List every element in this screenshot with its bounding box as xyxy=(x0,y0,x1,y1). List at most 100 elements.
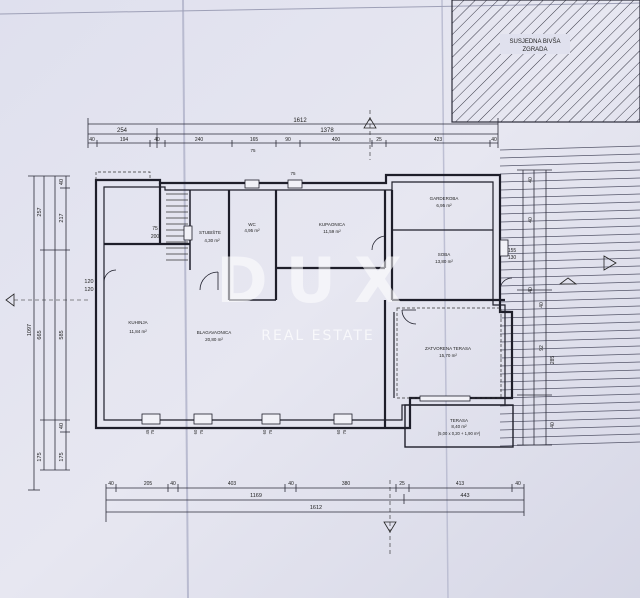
dim-left-inner: 217 xyxy=(59,213,65,222)
dim-top-row3: 90 xyxy=(285,137,291,143)
neighbor-label-line2: ZGRADA xyxy=(522,47,547,53)
dim-bottom-row1: 40 xyxy=(108,481,114,487)
dim-right-inner: 40 xyxy=(539,302,545,308)
dim-top-row3: 40 xyxy=(154,137,160,143)
dim-left-outer: 1097 xyxy=(27,324,33,336)
room-wc-area: 4,95 m² xyxy=(244,228,260,233)
pavement-stripe xyxy=(499,153,640,159)
section-marker-right2 xyxy=(558,277,578,285)
dim-right-inner: 40 xyxy=(528,217,534,223)
paper-fold xyxy=(182,0,189,598)
room-bedroom-name: SOBA xyxy=(438,252,451,257)
room-stairs-name: STUBIŠTE xyxy=(199,229,221,235)
dim-right-inner: 285 xyxy=(550,356,556,365)
room-closed-terrace-name: ZATVORENA TERASA xyxy=(425,346,471,351)
dim-top-row3: 25 xyxy=(376,137,382,143)
room-closed-terrace-area: 15,70 m² xyxy=(439,353,457,358)
room-dining-area: 20,80 m² xyxy=(205,337,223,342)
watermark-tagline: REAL ESTATE xyxy=(261,328,375,344)
dim-top-row3: 194 xyxy=(120,137,129,143)
dim-left-mid: 175 xyxy=(37,452,43,461)
dim-bottom-row1: 40 xyxy=(515,481,521,487)
neighbor-label-bg xyxy=(500,34,570,54)
bottom-dimensions xyxy=(105,484,525,522)
dim-bottom-row1: 40 xyxy=(288,481,294,487)
room-terrace-area: 8,40 m² xyxy=(451,424,467,429)
dim-bottom-row1: 413 xyxy=(456,481,465,487)
dim-right-inner: 40 xyxy=(528,177,534,183)
dim-bottom-small: 75 xyxy=(268,429,273,434)
entry-outline xyxy=(95,171,151,180)
dim-bottom-small: 45 xyxy=(145,429,150,434)
right-dimensions xyxy=(517,169,552,446)
neighbor-building-hatch xyxy=(451,0,640,123)
terrace-outline xyxy=(404,404,514,448)
doors xyxy=(103,235,513,325)
dim-top-row2-a: 254 xyxy=(117,128,128,134)
dim-bottom-small: 60 xyxy=(336,429,341,434)
dim-bottom-small: 75 xyxy=(342,429,347,434)
dim-bottom-small: 60 xyxy=(193,429,198,434)
section-marker-right xyxy=(603,255,617,271)
dim-top-small: 75 xyxy=(290,171,296,176)
dim-bottom-row1: 380 xyxy=(342,481,351,487)
watermark-brand: DUX xyxy=(216,244,420,317)
watermark: DUX REAL ESTATE xyxy=(216,244,420,344)
dim-left-side: 120 xyxy=(84,279,93,285)
dim-right-inner: 40 xyxy=(528,287,534,293)
pavement-stripe xyxy=(499,161,640,167)
dim-bottom-row2: 443 xyxy=(460,493,469,499)
dim-left-mid: 257 xyxy=(37,207,43,216)
left-dimensions xyxy=(28,175,70,491)
room-kitchen-area: 11,84 m² xyxy=(129,329,147,334)
room-dining-name: BLAGAVAONICA xyxy=(197,330,232,335)
dim-bottom-small: 75 xyxy=(150,429,155,434)
dim-left-side: 200 xyxy=(151,234,160,240)
dim-bottom-small: 75 xyxy=(199,429,204,434)
room-terrace-name: TERASA xyxy=(450,418,468,423)
room-wc-name: WC xyxy=(248,222,256,227)
dim-left-inner: 585 xyxy=(59,330,65,339)
room-stairs-area: 4,30 m² xyxy=(204,238,220,243)
dim-right-side: 130 xyxy=(508,255,517,261)
dim-bottom-row1: 40 xyxy=(170,481,176,487)
dim-bottom-small: 60 xyxy=(262,429,267,434)
windows xyxy=(141,179,509,425)
dim-right-inner: 92 xyxy=(539,345,545,351)
dim-left-side: 75 xyxy=(152,226,158,232)
dim-bottom-row1: 403 xyxy=(228,481,237,487)
room-wardrobe-name: GARDEROBA xyxy=(430,196,459,201)
dim-left-side: 120 xyxy=(84,287,93,293)
room-bedroom-area: 13,80 m² xyxy=(435,259,453,264)
dim-top-row2-b: 1378 xyxy=(320,128,334,134)
dim-right-inner: 40 xyxy=(550,422,556,428)
dim-right-side: 155 xyxy=(508,248,517,254)
dim-left-inner: 40 xyxy=(59,179,65,185)
top-dimensions xyxy=(87,118,499,148)
room-wardrobe-area: 6,95 m² xyxy=(436,203,452,208)
dim-bottom-total: 1612 xyxy=(310,505,322,511)
room-labels: STUBIŠTE 4,30 m² WC 4,95 m² KUPAONICA 11… xyxy=(128,196,480,436)
neighbor-label-line1: SUSJEDNA BIVŠA xyxy=(509,38,560,45)
dim-left-inner: 175 xyxy=(59,452,65,461)
dim-top-row3: 165 xyxy=(250,137,259,143)
dim-top-total: 1612 xyxy=(293,118,307,124)
dim-top-row3: 423 xyxy=(434,137,443,143)
dim-left-inner: 40 xyxy=(59,423,65,429)
dim-bottom-row1: 205 xyxy=(144,481,153,487)
dim-bottom-row2: 1169 xyxy=(250,493,262,499)
room-terrace-formula: (5,00 x 0,20 + 1,90 m²) xyxy=(438,431,481,436)
dim-top-row3: 400 xyxy=(332,137,341,143)
dim-top-row3: 40 xyxy=(491,137,497,143)
staircase xyxy=(166,193,188,261)
dim-top-small: 75 xyxy=(250,148,256,153)
room-bathroom-name: KUPAONICA xyxy=(319,222,345,227)
dim-top-row3: 40 xyxy=(89,137,95,143)
pavement-stripe xyxy=(499,145,640,151)
room-kitchen-name: KUHINJA xyxy=(128,320,147,325)
dim-left-mid: 665 xyxy=(37,330,43,339)
dim-bottom-row1: 25 xyxy=(399,481,405,487)
dim-top-row3: 240 xyxy=(195,137,204,143)
